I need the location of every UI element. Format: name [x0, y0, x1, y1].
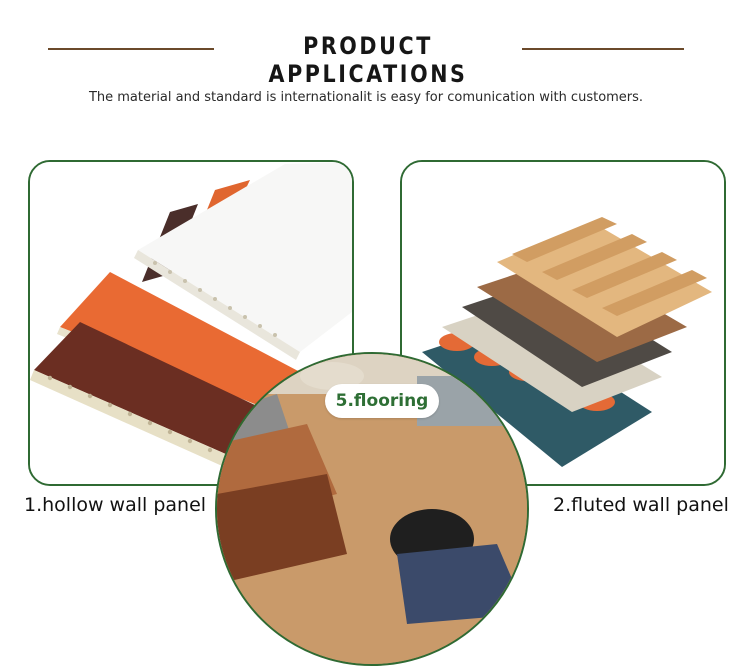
hollow-wall-panel-caption: 1.hollow wall panel — [24, 494, 207, 516]
flooring-label: 5.flooring — [325, 384, 439, 418]
hollow-wall-panel-photo — [30, 162, 352, 484]
fluted-wall-panel-caption: 2.fluted wall panel — [553, 494, 729, 516]
title-divider-right — [522, 48, 684, 50]
page-subtitle: The material and standard is internation… — [88, 90, 644, 105]
title-divider-left — [48, 48, 214, 50]
section-header: PRODUCT APPLICATIONS — [0, 30, 750, 88]
hollow-wall-panel-card — [28, 160, 354, 486]
page-title: PRODUCT APPLICATIONS — [268, 32, 468, 88]
